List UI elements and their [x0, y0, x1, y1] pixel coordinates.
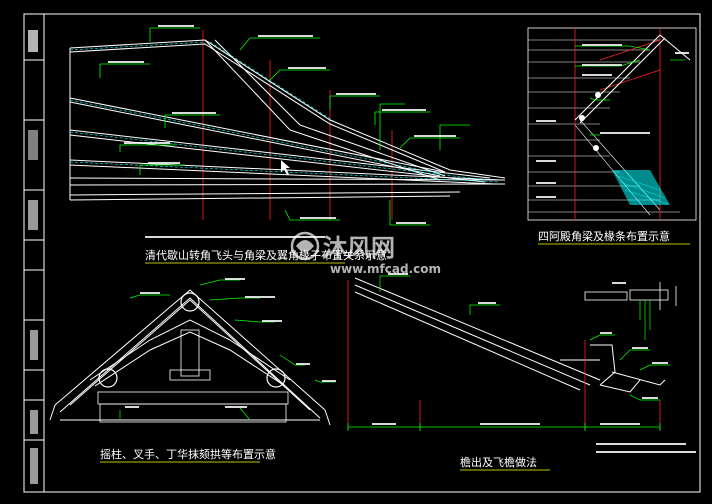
watermark: 沐风网 www.mfcad.com — [290, 231, 441, 276]
caption-top-right: 四阿殿角梁及椽条布置示意 — [538, 229, 670, 243]
caption-bottom-left: 摇柱、叉手、丁华抹颏拱等布置示意 — [100, 447, 276, 461]
axis-lines — [202, 30, 393, 220]
watermark-logo-icon — [290, 231, 320, 261]
eave-detail — [584, 282, 677, 310]
title-block — [24, 14, 45, 492]
corner-beam-plan-diagram: 清代歇山转角飞头与角梁及翼角椽子布置关系示意 — [69, 25, 506, 264]
eave-overhang-diagram: 檐出及飞檐做法 — [347, 273, 696, 471]
caption-top-left: 清代歇山转角飞头与角梁及翼角椽子布置关系示意 — [145, 248, 387, 262]
cursor-icon — [281, 160, 290, 175]
hip-roof-corner-diagram: 四阿殿角梁及椽条布置示意 — [527, 27, 697, 245]
leader-lines — [99, 27, 470, 226]
drawing-frame — [23, 13, 701, 493]
truss-section-diagram: 摇柱、叉手、丁华抹颏拱等布置示意 — [49, 278, 336, 463]
caption-bottom-right: 檐出及飞檐做法 — [460, 455, 537, 469]
watermark-url: www.mfcad.com — [330, 262, 441, 276]
watermark-brand: 沐风网 — [323, 234, 395, 262]
